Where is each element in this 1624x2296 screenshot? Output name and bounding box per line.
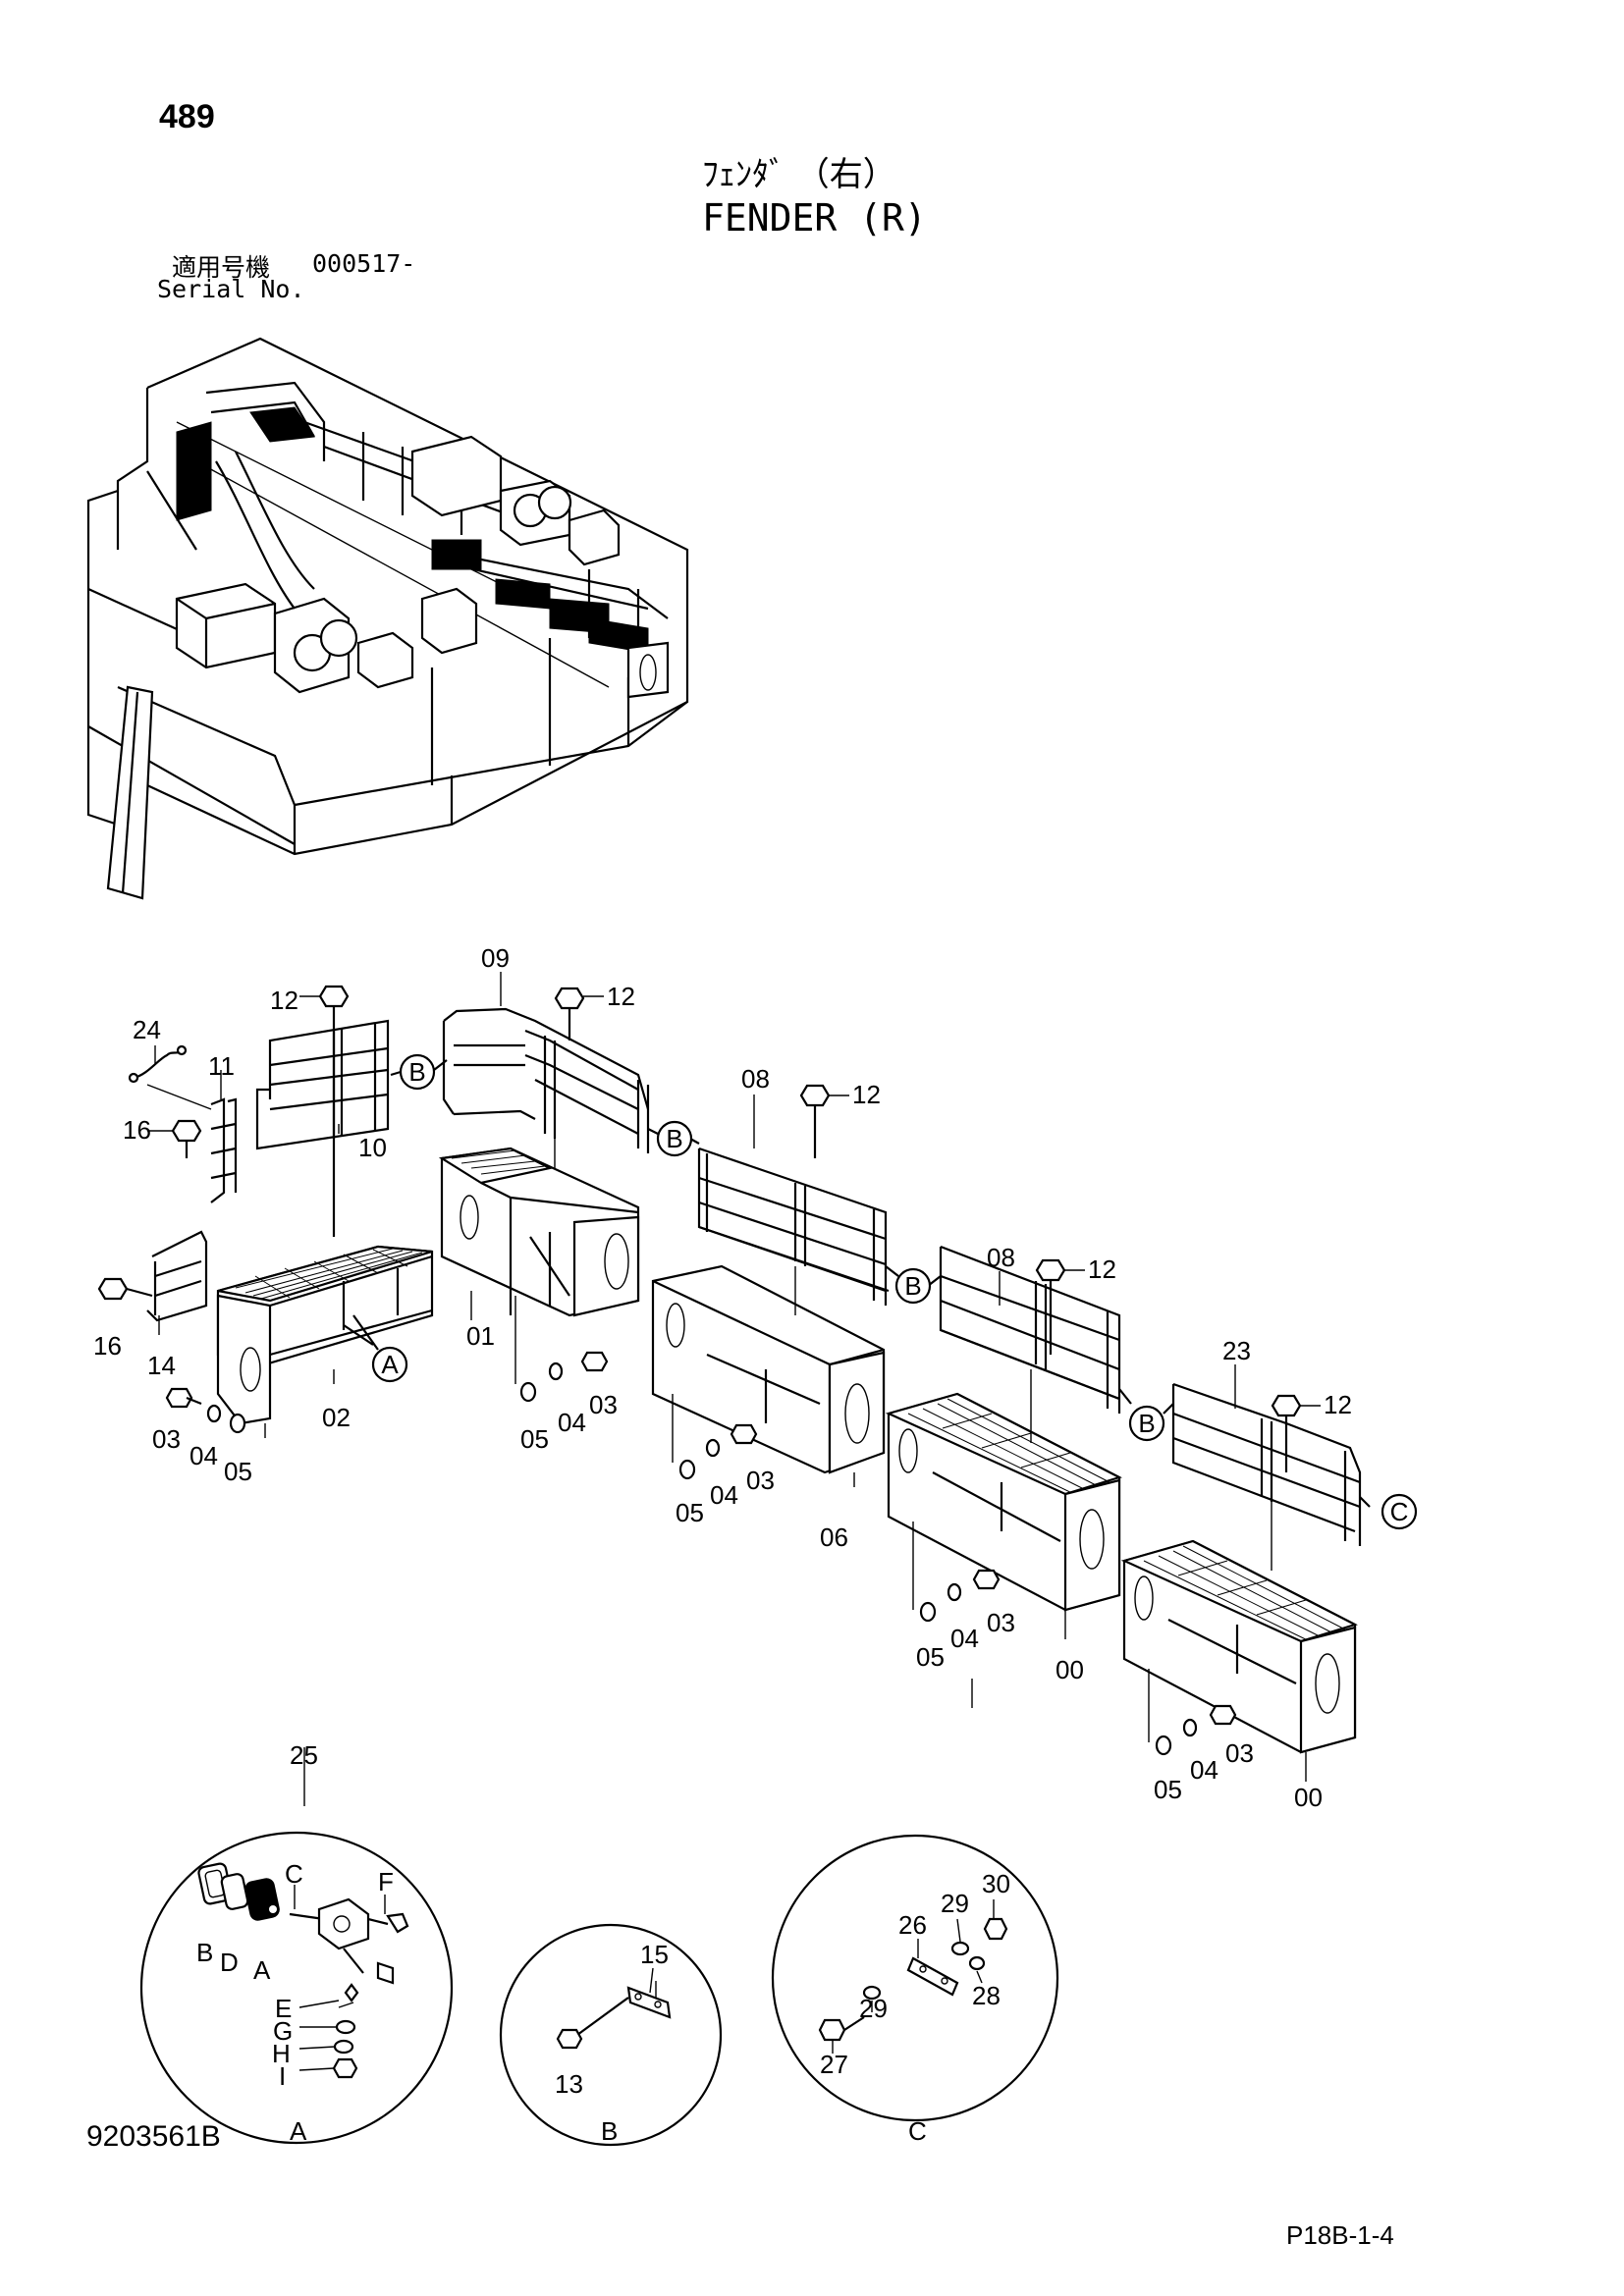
callout-12: 12 [607,982,635,1011]
detail-a-part-a: A [253,1955,271,1985]
callout-26: 26 [898,1910,927,1940]
title-japanese: ﾌｪﾝﾀﾞ （右） [702,155,896,194]
detail-view-B: 15 13 B [499,1923,723,2147]
ref-bubble-B3: B [894,1267,932,1305]
fender-box-00-b [1120,1539,1358,1782]
detail-a-label: A [290,2116,307,2146]
callout-00: 00 [1056,1655,1084,1684]
callout-15: 15 [640,1940,669,1969]
ref-bubble-B1: B [399,1053,436,1091]
callout-03: 03 [152,1424,181,1454]
leader-lines [147,972,1321,2007]
page-code: P18B-1-4 [1286,2220,1394,2250]
callout-05: 05 [520,1424,549,1454]
hardware-set-front [165,1296,1237,1756]
serial-label-japanese: 適用号機 [172,253,271,282]
callout-28: 28 [972,1981,1001,2010]
wire-harness-24 [128,1044,212,1110]
step-14 [146,1230,208,1322]
callout-12: 12 [270,986,298,1015]
callout-12: 12 [852,1080,881,1109]
callout-12: 12 [1088,1255,1116,1284]
svg-text:B: B [408,1057,425,1087]
callout-16: 16 [123,1115,151,1145]
svg-text:A: A [381,1350,399,1379]
callout-04: 04 [950,1624,979,1653]
svg-text:B: B [666,1124,682,1153]
callout-10: 10 [358,1133,387,1162]
fender-box-01 [438,1147,640,1317]
detail-a-part-e: E [275,1994,292,2023]
handrail-08-b [939,1245,1121,1414]
machine-overview-illustration [86,337,689,900]
exploded-fender-assembly: A B B B B C 12 12 12 12 12 09 [93,943,1418,2007]
detail-a-part-h: H [272,2039,291,2068]
callout-05: 05 [1154,1775,1182,1804]
detail-view-C: 26 29 30 28 29 27 C [771,1834,1059,2146]
callout-01: 01 [466,1321,495,1351]
detail-a-part-g: G [273,2016,293,2046]
callout-03: 03 [1225,1738,1254,1768]
document-code: 9203561B [86,2120,221,2153]
detail-b-label: B [601,2116,618,2146]
serial-label-english: Serial No. [157,275,305,303]
detail-a-part-i: I [279,2061,286,2091]
callout-05: 05 [676,1498,704,1527]
callout-labels: 12 12 12 12 12 09 24 11 10 16 16 14 08 0… [93,943,1352,1812]
callout-23: 23 [1222,1336,1251,1365]
fender-box-00-a [885,1392,1122,1639]
callout-09: 09 [481,943,510,973]
callout-12: 12 [1324,1390,1352,1419]
detail-view-A: 25 B D A C F E G H I A [139,1740,454,2146]
callout-05: 05 [224,1457,252,1486]
svg-text:B: B [1138,1409,1155,1438]
ref-bubble-B2: B [656,1120,693,1157]
callout-05: 05 [916,1642,945,1672]
handrail-09 [442,1007,650,1153]
handrail-23 [1171,1382,1362,1546]
handrail-10 [255,1019,390,1150]
callout-04: 04 [189,1441,218,1470]
svg-text:B: B [904,1271,921,1301]
fender-box-02 [216,1245,434,1438]
callout-03: 03 [589,1390,618,1419]
ref-bubble-C: C [1380,1493,1418,1530]
callout-30: 30 [982,1869,1010,1898]
callout-13: 13 [555,2069,583,2099]
callout-16: 16 [93,1331,122,1361]
bolt-12-set [97,985,1302,1571]
detail-a-part-f: F [378,1867,394,1896]
page-number: 489 [159,98,215,135]
ladder-11 [210,1097,238,1203]
handrail-08-a [697,1147,890,1306]
detail-a-part-c: C [285,1859,303,1889]
callout-24: 24 [133,1015,161,1044]
callout-04: 04 [1190,1755,1218,1785]
serial-code: 000517- [312,249,416,278]
callout-29: 29 [941,1889,969,1918]
callout-04: 04 [558,1408,586,1437]
callout-27: 27 [820,2050,848,2079]
ref-bubble-B4: B [1128,1405,1165,1442]
callout-00: 00 [1294,1783,1323,1812]
callout-04: 04 [710,1480,738,1510]
callout-14: 14 [147,1351,176,1380]
callout-08: 08 [741,1064,770,1094]
callout-02: 02 [322,1403,351,1432]
callout-11: 11 [208,1051,235,1081]
callout-03: 03 [987,1608,1015,1637]
title-english: FENDER (R) [702,196,927,240]
ref-connectors [343,1059,1371,1508]
callout-03: 03 [746,1466,775,1495]
detail-c-label: C [908,2116,927,2146]
callout-25: 25 [290,1740,318,1770]
detail-a-part-d: D [220,1948,239,1977]
svg-text:C: C [1390,1497,1409,1526]
fender-box-06 [651,1264,886,1487]
callout-06: 06 [820,1522,848,1552]
ref-bubble-A: A [371,1346,408,1383]
detail-a-part-b: B [196,1938,213,1967]
callout-08: 08 [987,1243,1015,1272]
